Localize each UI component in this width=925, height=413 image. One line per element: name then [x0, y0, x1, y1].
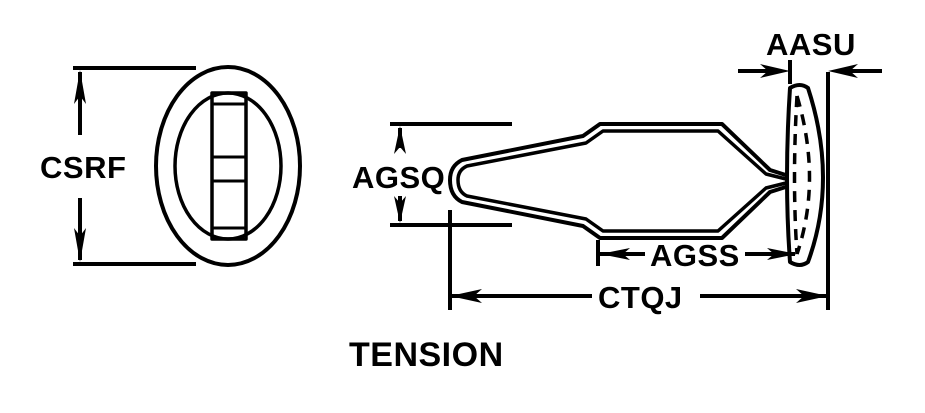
csrf-arrowhead-up [74, 70, 86, 104]
head-hidden-line-front [792, 95, 799, 255]
agss-label: AGSS [650, 238, 740, 273]
side-profile-view [448, 83, 825, 267]
center-slot-bar [210, 91, 248, 241]
aasu-arrowhead-right [828, 64, 858, 78]
dimension-ctqj: CTQJ [448, 72, 830, 315]
csrf-arrowhead-down [74, 228, 86, 262]
head-hidden-line-back [795, 95, 812, 255]
agss-arrowhead-left [600, 248, 630, 260]
agsq-arrowhead-up [394, 126, 406, 154]
ctqj-label: CTQJ [598, 280, 683, 315]
washer-outer-circle [154, 65, 302, 267]
csrf-label: CSRF [40, 150, 126, 185]
drawing-title: TENSION [349, 336, 504, 374]
blade-body-outline [448, 122, 794, 240]
ctqj-arrowhead-left [450, 289, 482, 303]
head-dome-outline [785, 83, 825, 267]
ctqj-arrowhead-right [796, 289, 828, 303]
dimension-agss: AGSS [596, 238, 797, 273]
aasu-label: AASU [766, 27, 856, 62]
agsq-label: AGSQ [352, 160, 445, 195]
dimension-aasu: AASU [738, 27, 882, 84]
aasu-arrowhead-left [760, 64, 790, 78]
front-circular-view [154, 65, 302, 267]
agss-arrowhead-right [767, 248, 797, 260]
dimension-csrf: CSRF [40, 66, 196, 266]
blade-body-inner-contour [456, 129, 788, 233]
agsq-arrowhead-down [394, 196, 406, 223]
